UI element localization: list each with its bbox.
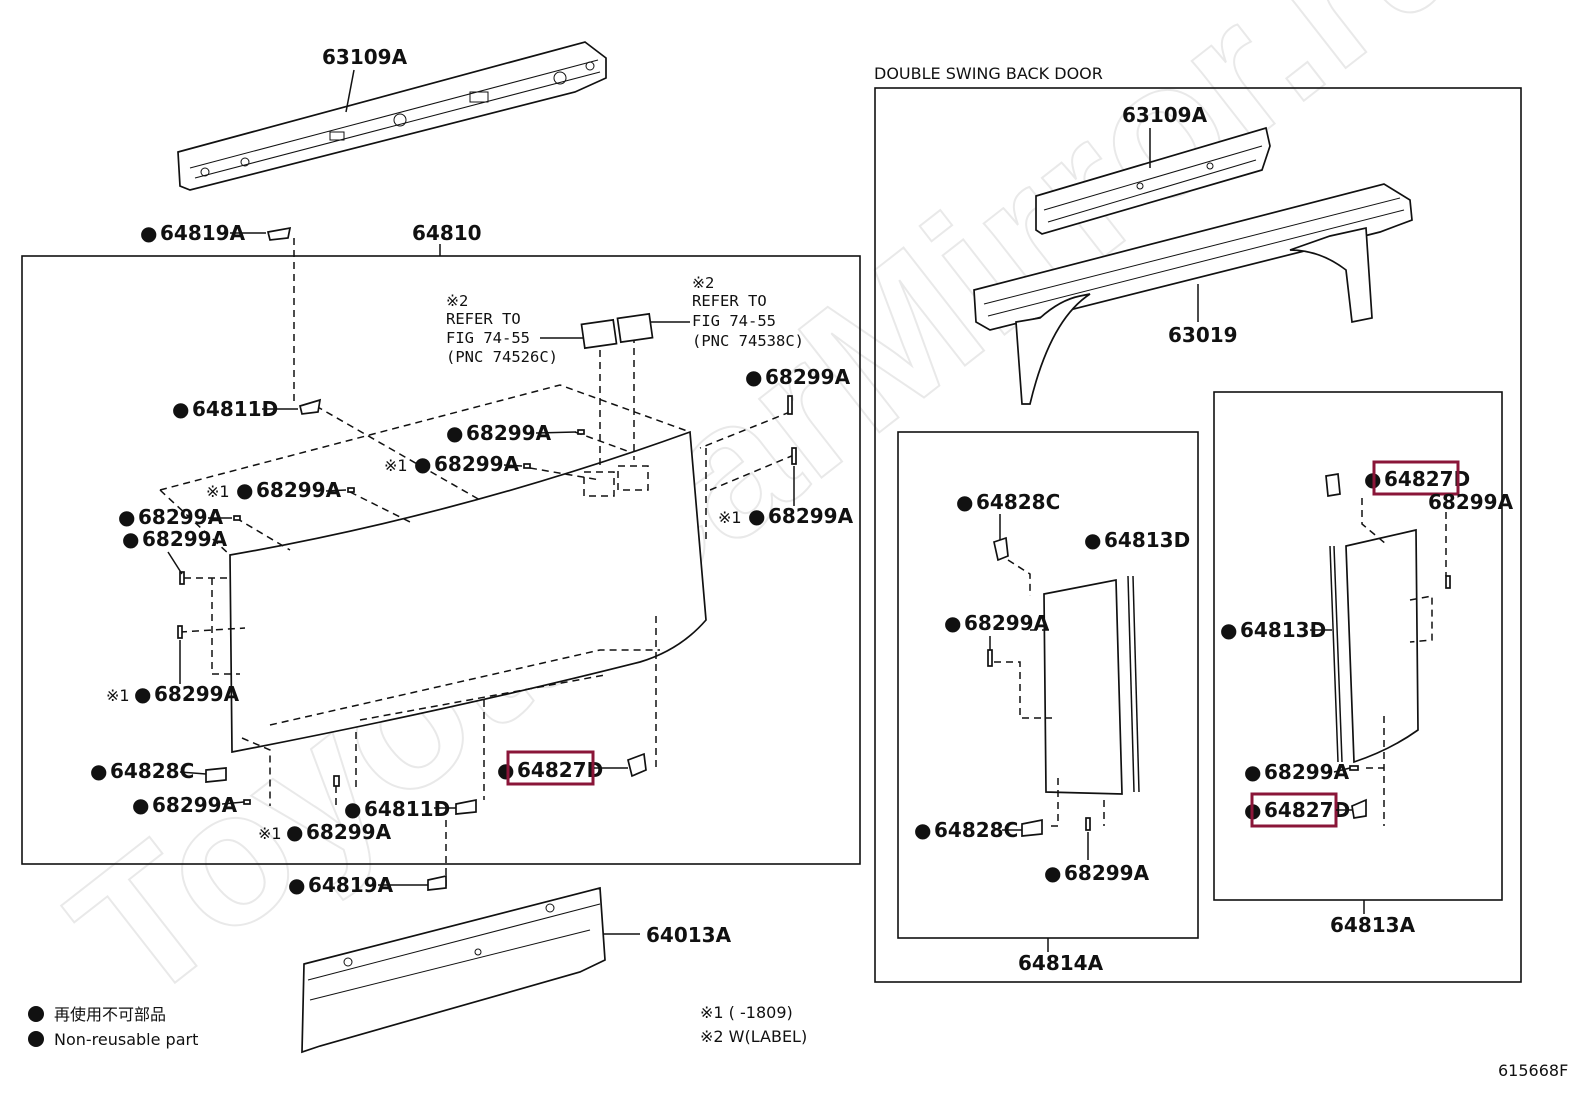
svg-text:FIG 74-55: FIG 74-55 [692,312,776,330]
mark-nonreusable: ● [1220,618,1237,642]
label-64828c: 64828C [110,759,194,783]
label-63109a-door: 63109A [1122,103,1208,127]
frame-64810 [21,255,861,865]
svg-text:REFER TO: REFER TO [446,310,521,328]
mark-nonreusable: ● [172,397,189,421]
label-64013a: 64013A [646,923,732,947]
back-glass-drawing [229,430,707,754]
label-68299a-h: 68299A [154,682,240,706]
phantom-molding [269,649,660,726]
mark-nonreusable: ● [1044,861,1061,885]
mark-nonreusable: ● [414,452,431,476]
label-68299a-b: 68299A [434,452,520,476]
mark-nonreusable: ● [288,873,305,897]
mark-nonreusable: ● [446,421,463,445]
mark-nonreusable: ● [344,797,361,821]
label-68299a-i: 68299A [152,793,238,817]
refer-block-1: ※2 REFER TO FIG 74-55 (PNC 74526C) [446,292,584,366]
svg-text:(PNC 74526C): (PNC 74526C) [446,348,558,366]
phantom-glass-left [159,489,231,556]
label-68299a-d: 68299A [138,505,224,529]
frame-double-swing [874,87,1522,983]
svg-text:FIG 74-55: FIG 74-55 [446,329,530,347]
right-callouts-64814a: ● 64828C ● 64813D ● 68299A ● 64828C ● 68… [914,490,1190,885]
mark-note1: ※1 [258,824,282,843]
svg-text:※2: ※2 [446,292,468,310]
label-68299a-door-left-lower: 68299A [1064,861,1150,885]
mark-nonreusable: ● [944,611,961,635]
highlight-64827d-right-top [1372,460,1460,496]
mark-nonreusable: ● [1244,760,1261,784]
assembly-dash-lines [179,238,795,886]
clip-parts [177,226,797,891]
label-68299a-c: 68299A [256,478,342,502]
mark-nonreusable: ● [140,221,157,245]
label-64827d-right-top: 64827D [1384,467,1470,491]
label-64813d-left: 64813D [1104,528,1190,552]
mark-nonreusable: ● [134,682,151,706]
mark-note1: ※1 [206,482,230,501]
refer-block-2: ※2 REFER TO FIG 74-55 (PNC 74538C) [650,274,804,350]
mark-note1: ※1 [106,686,130,705]
mark-nonreusable: ● [118,505,135,529]
mark-nonreusable: ● [122,527,139,551]
svg-text:(PNC 74538C): (PNC 74538C) [692,332,804,350]
legend-note1: ※1 ( -1809) [700,1003,793,1022]
door-glass-right-drawing [1325,473,1451,826]
label-68299a-door-left: 68299A [964,611,1050,635]
door-glass-left-drawing [987,536,1140,837]
mark-nonreusable: ● [132,793,149,817]
label-64810: 64810 [412,221,482,245]
legend-en: Non-reusable part [54,1030,198,1049]
mark-nonreusable: ● [497,758,514,782]
mark-nonreusable: ● [236,478,253,502]
frame-64813a [1213,391,1503,901]
mark-nonreusable: ● [90,759,107,783]
phantom-molding-2 [359,674,606,721]
roof-rail-63109a-drawing [177,41,607,191]
legend-jp: 再使用不可部品 [54,1005,166,1024]
label-64828c-door-left: 64828C [976,490,1060,514]
label-64827d-left: 64827D [517,758,603,782]
label-stickers [580,312,654,497]
highlight-64827d-left [506,750,595,786]
mark-note1: ※1 [384,456,408,475]
mark-nonreusable: ● [956,490,973,514]
mark-nonreusable: ● [1084,528,1101,552]
label-64811d-lower: 64811D [364,797,450,821]
label-68299a-g: 68299A [768,504,854,528]
mark-nonreusable: ● [748,504,765,528]
mark-nonreusable: ● [745,365,762,389]
section-header: DOUBLE SWING BACK DOOR [874,64,1103,83]
leader-63109a [345,69,355,113]
mark-nonreusable: ● [914,818,931,842]
right-callouts-64813a: ● 64827D 68299A ● 64813D ● 68299A ● 6482… [1220,460,1514,828]
label-64814a: 64814A [1018,951,1104,975]
label-68299a-e: 68299A [142,527,228,551]
legend: 再使用不可部品 Non-reusable part ※1 ( -1809) ※2… [28,1003,807,1049]
label-64813a: 64813A [1330,913,1416,937]
label-68299a-j: 68299A [306,820,392,844]
label-68299a-f: 68299A [765,365,851,389]
header-63019-drawing [973,183,1413,405]
label-68299a-door-right: 68299A [1428,490,1514,514]
label-63019: 63019 [1168,323,1238,347]
phantom-glass-top [159,384,691,491]
svg-text:※2: ※2 [692,274,714,292]
label-63109a: 63109A [322,45,408,69]
mark-note1: ※1 [718,508,742,527]
rail-63109a-door-drawing [1035,126,1271,235]
lower-panel-64013a-drawing [301,886,606,1054]
svg-text:REFER TO: REFER TO [692,292,767,310]
figure-code: 615668F [1498,1061,1568,1080]
legend-note2: ※2 W(LABEL) [700,1027,807,1046]
mark-nonreusable: ● [286,820,303,844]
left-callouts: ● 64819A ● 64811D ● 68299A ※1 ● 68299A ※… [90,221,854,897]
